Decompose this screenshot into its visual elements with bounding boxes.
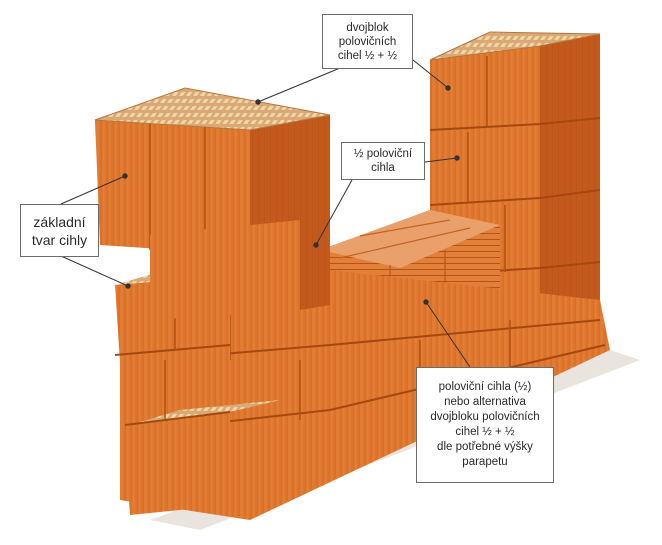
- label-line: ½ poloviční: [342, 147, 424, 161]
- label-half-brick: ½ poloviční cihla: [341, 142, 425, 180]
- label-line: dvojbloku polovičních: [417, 410, 553, 425]
- label-line: dvojblok: [323, 21, 412, 35]
- label-line: nebo alternativa: [417, 395, 553, 410]
- label-line: základní: [21, 213, 98, 231]
- label-line: cihla: [342, 161, 424, 175]
- label-line: cihel ½ + ½: [417, 425, 553, 440]
- label-line: tvar cihly: [21, 231, 98, 249]
- label-line: cihel ½ + ½: [323, 49, 412, 63]
- label-double-block: dvojblok polovičních cihel ½ + ½: [322, 14, 413, 69]
- label-line: polovičních: [323, 35, 412, 49]
- label-half-brick-alternative: poloviční cihla (½) nebo alternativa dvo…: [416, 367, 554, 483]
- label-line: poloviční cihla (½): [417, 380, 553, 395]
- label-line: dle potřebné výšky: [417, 440, 553, 455]
- label-basic-brick: základní tvar cihly: [20, 204, 99, 257]
- label-line: parapetu: [417, 455, 553, 470]
